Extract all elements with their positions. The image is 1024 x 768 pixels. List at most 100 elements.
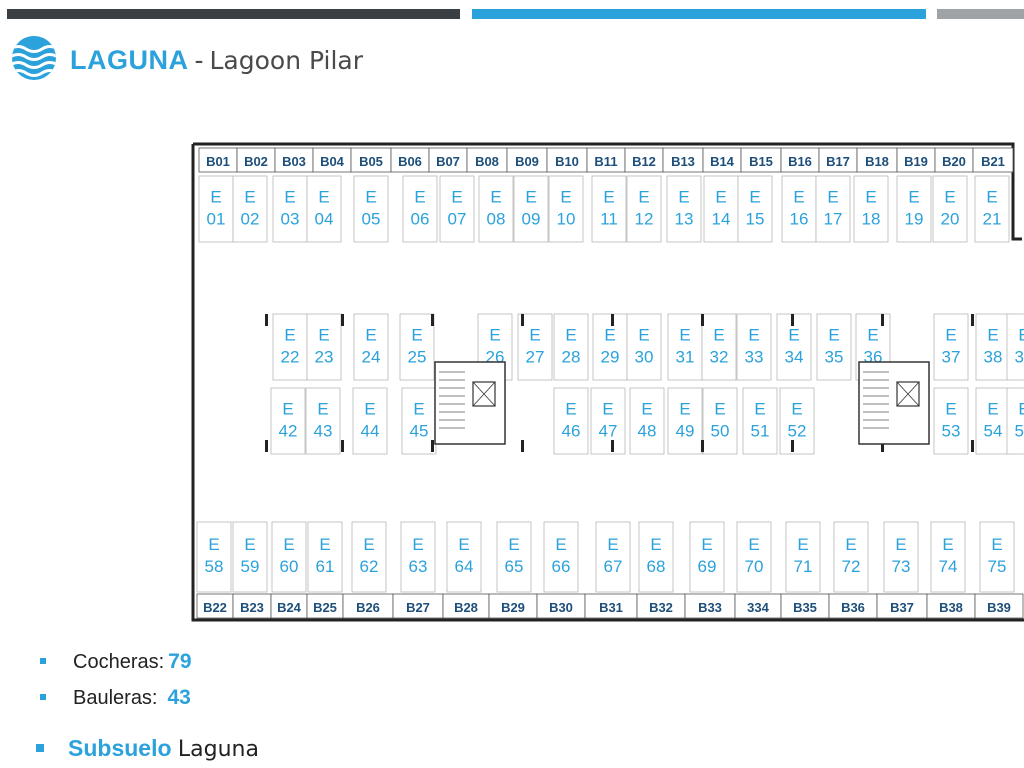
parking-space: E04	[306, 175, 342, 243]
parking-space: E64	[446, 521, 482, 593]
storage-label: B36	[841, 600, 865, 615]
column	[265, 440, 268, 452]
column	[971, 440, 974, 452]
subsuelo-heading: Subsuelo Laguna	[36, 735, 259, 762]
parking-space-number: 09	[522, 209, 541, 228]
parking-space-prefix: E	[365, 325, 376, 344]
parking-space-prefix: E	[565, 399, 576, 418]
parking-space-prefix: E	[715, 187, 726, 206]
parking-space-prefix: E	[987, 325, 998, 344]
parking-space-number: 15	[746, 209, 765, 228]
storage-label: B21	[981, 154, 1005, 169]
storage-label: B18	[865, 154, 889, 169]
parking-space: E58	[196, 521, 232, 593]
parking-space-number: 48	[638, 421, 657, 440]
storage-label: B32	[649, 600, 673, 615]
storage-label: B17	[826, 154, 850, 169]
parking-space-number: 32	[710, 347, 729, 366]
parking-space-prefix: E	[895, 535, 906, 554]
storage-room	[306, 593, 344, 619]
storage-label: B09	[515, 154, 539, 169]
storage-label: B10	[555, 154, 579, 169]
elevator-cross	[896, 381, 920, 407]
parking-space-prefix: E	[944, 187, 955, 206]
parking-space-prefix: E	[413, 399, 424, 418]
parking-space: E 17	[815, 175, 851, 243]
bauleras-value: 43	[167, 686, 191, 709]
parking-space-prefix: E	[827, 187, 838, 206]
parking-space-number: 47	[599, 421, 618, 440]
storage-room	[546, 147, 588, 173]
parking-space-prefix: E	[411, 325, 422, 344]
parking-space: E37	[933, 313, 969, 381]
storage-label: B14	[710, 154, 735, 169]
parking-space: E49	[667, 387, 703, 455]
storage-room	[196, 593, 234, 619]
column	[611, 314, 614, 326]
parking-space-prefix: E	[791, 399, 802, 418]
parking-space-prefix: E	[283, 535, 294, 554]
parking-space-prefix: E	[317, 399, 328, 418]
parking-space-outline	[736, 521, 772, 593]
outer-wall	[191, 144, 1024, 622]
parking-space-outline	[629, 387, 665, 455]
parking-space-outline	[779, 387, 815, 455]
parking-space-outline	[737, 175, 773, 243]
parking-space-number: 17	[824, 209, 843, 228]
parking-space: E70	[736, 521, 772, 593]
cocheras-label: Cocheras:	[73, 651, 165, 673]
parking-space: E47	[590, 387, 626, 455]
storage-label: B08	[475, 154, 499, 169]
storage-room	[536, 593, 586, 619]
column	[791, 440, 794, 452]
parking-space-prefix: E	[414, 187, 425, 206]
storage-label: B06	[398, 154, 422, 169]
parking-space-prefix: E	[560, 187, 571, 206]
storage-room	[684, 593, 736, 619]
parking-space-outline	[553, 387, 589, 455]
parking-space-prefix: E	[365, 187, 376, 206]
storage-label: B16	[788, 154, 812, 169]
bauleras-label: Bauleras:	[73, 687, 158, 709]
storage-label: B23	[240, 600, 264, 615]
parking-space-prefix: E	[986, 187, 997, 206]
parking-space-number: 25	[408, 347, 427, 366]
storage-label: B35	[793, 600, 817, 615]
parking-space-outline	[930, 521, 966, 593]
parking-space: E12	[626, 175, 662, 243]
storage-label: B37	[890, 600, 914, 615]
elevator-shaft	[896, 381, 920, 407]
storage-room	[636, 593, 686, 619]
column	[431, 440, 434, 452]
parking-space-prefix: E	[714, 399, 725, 418]
storage-room	[342, 593, 394, 619]
parking-space: E52	[779, 387, 815, 455]
parking-space: E63	[400, 521, 436, 593]
parking-space-outline	[626, 313, 662, 381]
parking-space: E22	[272, 313, 308, 381]
parking-space-prefix: E	[748, 535, 759, 554]
storage-room	[926, 593, 976, 619]
parking-space-outline	[974, 175, 1010, 243]
parking-space-outline	[933, 313, 969, 381]
parking-space-prefix: E	[508, 535, 519, 554]
parking-space-number: 35	[825, 347, 844, 366]
column	[881, 440, 884, 452]
parking-space-number: 08	[487, 209, 506, 228]
parking-space-outline	[975, 387, 1011, 455]
page-title: LAGUNA-Lagoon Pilar	[70, 44, 363, 77]
parking-space: E46	[553, 387, 589, 455]
parking-space: E54	[975, 387, 1011, 455]
parking-space-prefix: E	[319, 535, 330, 554]
storage-label: 334	[747, 600, 769, 615]
parking-space-number: 71	[794, 557, 813, 576]
parking-space-outline	[306, 313, 342, 381]
column	[521, 440, 524, 452]
subsuelo-label: Subsuelo	[68, 735, 172, 761]
parking-space-outline	[595, 521, 631, 593]
storage-label: B33	[698, 600, 722, 615]
parking-space-prefix: E	[604, 325, 615, 344]
stair-core	[434, 361, 506, 445]
elevator-cross	[472, 381, 496, 407]
